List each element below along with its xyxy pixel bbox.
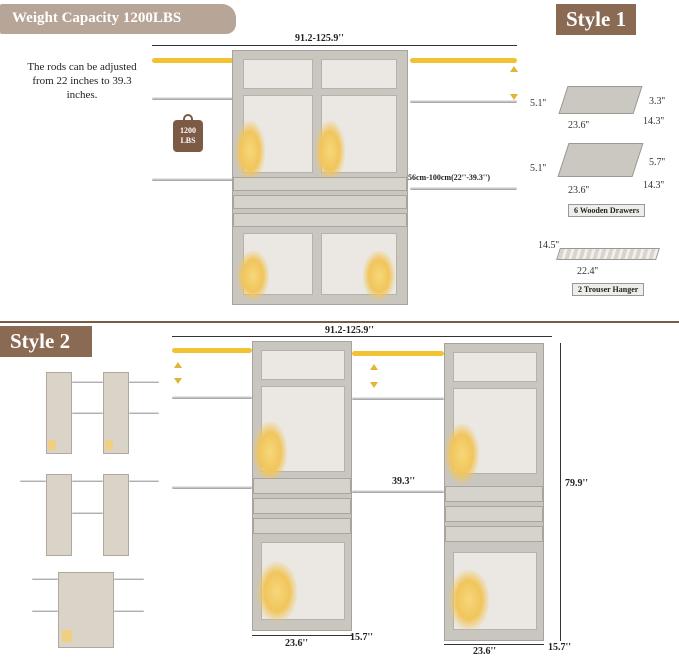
adjust-arrow-down-icon xyxy=(370,382,378,388)
mini-rod xyxy=(129,381,159,383)
hanger-width: 14.5'' xyxy=(538,240,560,251)
silver-rod-s2-mid-lower xyxy=(352,490,444,493)
banner-brush-shape xyxy=(0,4,236,34)
wardrobe-style-1 xyxy=(232,50,408,305)
drawer2-height: 5.1'' xyxy=(530,163,547,174)
silver-rod-s2-left-lower xyxy=(172,486,252,489)
mini-rod xyxy=(129,412,159,414)
mini-rod xyxy=(72,381,103,383)
drawer xyxy=(233,195,407,209)
mini-glow xyxy=(62,630,72,642)
drawers-caption: 6 Wooden Drawers xyxy=(568,204,646,217)
style-2-label: Style 2 xyxy=(0,326,93,357)
weight-badge: 1200 LBS xyxy=(173,120,203,152)
led-glow xyxy=(235,121,265,181)
weight-badge-hook xyxy=(183,114,193,122)
drawer-diagram-shallow xyxy=(558,86,643,114)
weight-badge-number: 1200 xyxy=(180,126,196,135)
drawer xyxy=(233,177,407,191)
mini-rod xyxy=(72,412,103,414)
width-dimension-label: 91.2-125.9'' xyxy=(295,33,344,44)
gold-rod-s2-left xyxy=(172,348,252,353)
weight-badge-unit: LBS xyxy=(180,136,196,145)
drawer xyxy=(445,526,543,542)
adjust-arrow-down-icon xyxy=(174,378,182,384)
led-glow xyxy=(363,251,395,301)
gold-rod-left xyxy=(152,58,234,63)
mini-rod xyxy=(72,512,103,514)
style-1-label: Style 1 xyxy=(556,4,637,35)
gold-rod-right xyxy=(410,58,517,63)
silver-rod-s2-left-upper xyxy=(172,396,252,399)
mini-rod xyxy=(129,480,159,482)
drawer1-length: 14.3'' xyxy=(643,116,665,127)
silver-rod-s2-mid-upper xyxy=(352,397,444,400)
led-glow xyxy=(445,424,479,484)
mini-glow xyxy=(105,440,113,450)
left-width-line xyxy=(252,635,352,636)
drawer2-length: 14.3'' xyxy=(643,180,665,191)
right-width-line xyxy=(444,644,544,645)
mini-rod xyxy=(20,480,46,482)
width-dimension-line xyxy=(152,45,517,46)
width-dimension-line-2 xyxy=(172,336,552,337)
shelf-cell xyxy=(243,59,313,89)
left-depth-label: 15.7'' xyxy=(350,632,374,643)
silver-rod-right-lower xyxy=(410,187,517,190)
drawer-diagram-deep xyxy=(557,143,644,177)
shelf-cell xyxy=(453,352,537,382)
trouser-hanger-diagram xyxy=(556,248,660,260)
left-width-label: 23.6'' xyxy=(285,638,309,649)
silver-rod-left-upper xyxy=(152,97,234,100)
section-divider xyxy=(0,321,679,323)
adjust-arrow-up-icon xyxy=(510,66,518,72)
shelf-cell xyxy=(321,59,397,89)
wardrobe-tower-right xyxy=(444,343,544,641)
adjust-arrow-up-icon xyxy=(370,364,378,370)
drawer1-depth: 3.3'' xyxy=(649,96,666,107)
led-glow xyxy=(257,562,297,622)
mini-rod xyxy=(32,610,58,612)
mini-rod xyxy=(114,610,144,612)
hanger-caption: 2 Trouser Hanger xyxy=(572,283,645,296)
silver-rod-right-upper xyxy=(410,100,517,103)
mini-tower xyxy=(46,474,72,556)
drawer xyxy=(445,486,543,502)
mini-rod xyxy=(114,578,144,580)
drawer xyxy=(253,498,351,514)
width-dimension-label-2: 91.2-125.9'' xyxy=(325,325,374,336)
drawer xyxy=(253,478,351,494)
drawer xyxy=(233,213,407,227)
right-width-label: 23.6'' xyxy=(473,646,497,657)
drawer2-depth: 5.7'' xyxy=(649,157,666,168)
adjust-arrow-up-icon xyxy=(174,362,182,368)
mini-rod xyxy=(72,480,103,482)
silver-rod-left-lower xyxy=(152,178,234,181)
drawer1-width: 23.6'' xyxy=(568,120,590,131)
adjust-arrow-down-icon xyxy=(510,94,518,100)
drawer xyxy=(253,518,351,534)
right-depth-label: 15.7'' xyxy=(548,642,572,653)
rod-length-label-2: 39.3'' xyxy=(392,476,416,487)
hanger-length: 22.4'' xyxy=(577,266,599,277)
led-glow xyxy=(315,121,345,181)
mini-rod xyxy=(32,578,58,580)
rod-length-label: 56cm-100cm(22''-39.3'') xyxy=(408,173,490,182)
led-glow xyxy=(253,422,287,482)
mini-glow xyxy=(48,440,56,450)
capacity-banner-text: Weight Capacity 1200LBS xyxy=(12,10,182,26)
wardrobe-tower-left xyxy=(252,341,352,631)
height-dimension-label: 79.9'' xyxy=(565,478,589,489)
mini-tower xyxy=(103,474,129,556)
shelf-cell xyxy=(261,350,345,380)
gold-rod-s2-middle xyxy=(352,351,444,356)
led-glow xyxy=(449,570,489,630)
drawer xyxy=(445,506,543,522)
rod-adjust-note: The rods can be adjusted from 22 inches … xyxy=(27,61,137,101)
drawer1-height: 5.1'' xyxy=(530,98,547,109)
led-glow xyxy=(237,251,269,301)
height-dimension-line xyxy=(560,343,561,641)
drawer2-width: 23.6'' xyxy=(568,185,590,196)
